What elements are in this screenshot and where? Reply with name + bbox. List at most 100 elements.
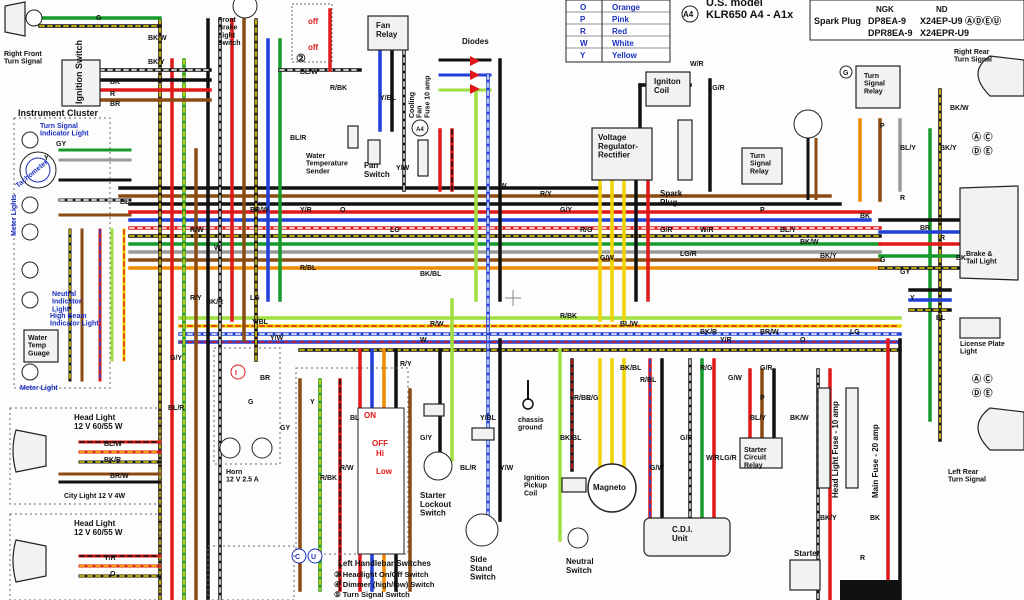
wire-code-label: BL/Y: [750, 415, 766, 422]
wire-code-label: BK/BL: [560, 435, 582, 442]
wire-code-label: BR/W: [250, 207, 269, 214]
legend-code: R: [580, 27, 586, 36]
wire-code-label: BK/R: [104, 457, 121, 464]
wire-code-label: BL/Y: [780, 227, 796, 234]
marker-i: I: [235, 370, 237, 377]
lh-item-3: ⑤ Turn Signal Switch: [334, 590, 410, 599]
wire-code-label: R/BK: [330, 85, 347, 92]
wire-code-label: BL/W: [300, 69, 318, 76]
meter-lights-side-label: Meter Lights: [11, 194, 18, 236]
wire-code-label: BK: [110, 79, 120, 86]
wire-code-label: R/W: [190, 227, 204, 234]
spark-row2-nd: X24EPR-U9: [920, 28, 969, 38]
wire-code-label: LG/R: [680, 251, 697, 258]
wire-code-label: BK: [860, 213, 870, 220]
legend-color-name: Orange: [612, 3, 641, 12]
left-lower-wires: [58, 440, 162, 578]
side-mark-2: Ⓓ Ⓔ: [972, 145, 993, 156]
wire-code-label: BK/Y: [820, 253, 837, 260]
wire-code-label: R: [940, 235, 945, 242]
wire-code-label: BL/Y: [900, 145, 916, 152]
wire-code-label: BK/R: [700, 329, 717, 336]
cluster-wires: [58, 148, 132, 382]
spark-row1-ngk: DP8EA-9: [868, 16, 906, 26]
wire-code-label: Y: [44, 155, 49, 162]
wire-code-label: BR/W: [760, 329, 779, 336]
wire-code-label: Y: [910, 295, 915, 302]
wire-code-label: BK/W: [148, 35, 167, 42]
instrument-cluster-label: Instrument Cluster: [18, 108, 99, 118]
wire-code-label: BL/W: [104, 441, 122, 448]
wire-code-label: Y/W: [500, 465, 514, 472]
wire-code-label: BL/R: [460, 465, 476, 472]
wire-code-label: P: [760, 395, 765, 402]
wire-code-label: G/R: [660, 227, 672, 234]
wire-code-label: W/R: [706, 455, 720, 462]
wire-code-label: W: [420, 337, 427, 344]
wire-code-label: R: [900, 195, 905, 202]
wire-code-label: Y/R: [720, 337, 732, 344]
legend-code: P: [580, 15, 586, 24]
wire-code-label: BK/Y: [940, 145, 957, 152]
wire-code-label: LG: [390, 227, 400, 234]
wire-code-label: Y/BL: [252, 319, 269, 326]
wire-code-label: R/W: [340, 465, 354, 472]
spark-row1-nd: X24EP-U9 ⒶⒹⒺⓊ: [920, 15, 1001, 26]
magneto-label: Magneto: [593, 483, 626, 492]
wire-code-label: R/G: [586, 395, 599, 402]
lh-item-1: ③ Headlight On/Off Switch: [334, 570, 429, 579]
wire-code-label: BL: [350, 415, 360, 422]
wire-code-label: R/G: [700, 365, 713, 372]
head-light-fuse: Head Light Fuse - 10 amp: [817, 387, 840, 498]
wire-code-label: BK: [956, 255, 966, 262]
wire-code-label: GY: [56, 141, 66, 148]
wire-harness: [38, 8, 962, 600]
spark-row-label: Spark Plug: [814, 16, 861, 26]
legend-color-name: Red: [612, 27, 627, 36]
side-mark-4: Ⓓ Ⓔ: [972, 387, 993, 398]
wire-code-label: BL/R: [290, 135, 306, 142]
wire-code-label: P: [880, 123, 885, 130]
wire-code-label: BR/W: [110, 473, 129, 480]
wire-code-label: Y/R: [300, 207, 312, 214]
marker-u: U: [311, 554, 316, 561]
ignition-switch: Ignition Switch: [61, 40, 101, 107]
legend-code: O: [580, 3, 586, 12]
lower-trunk: [178, 316, 902, 352]
switch-low-label: Low: [376, 467, 393, 476]
wire-code-label: GY: [280, 425, 290, 432]
wire-code-label: LG: [250, 295, 260, 302]
sensor-bulb: [793, 109, 823, 200]
wire-code-label: R/BK: [320, 475, 337, 482]
wire-code-label: R/BL: [640, 377, 657, 384]
diodes-label: Diodes: [462, 37, 489, 46]
wire-code-label: O: [110, 571, 116, 578]
model-name: KLR650 A4 - A1x: [706, 9, 794, 21]
lh-item-2: ④ Dimmer (high/low) Switch: [334, 580, 435, 589]
wire-code-label: R: [110, 91, 115, 98]
wire-code-label: R/Y: [190, 295, 202, 302]
